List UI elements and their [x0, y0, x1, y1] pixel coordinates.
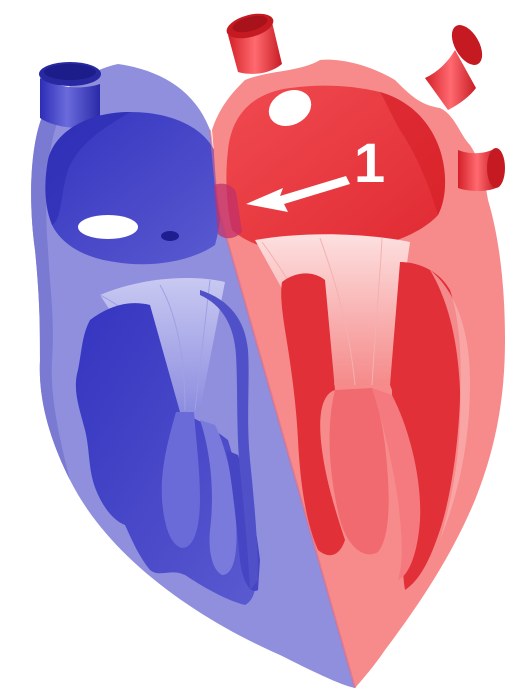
annotation-label: 1 — [354, 131, 385, 194]
atrium-opening — [78, 215, 138, 239]
coronary-sinus-opening — [161, 231, 179, 241]
